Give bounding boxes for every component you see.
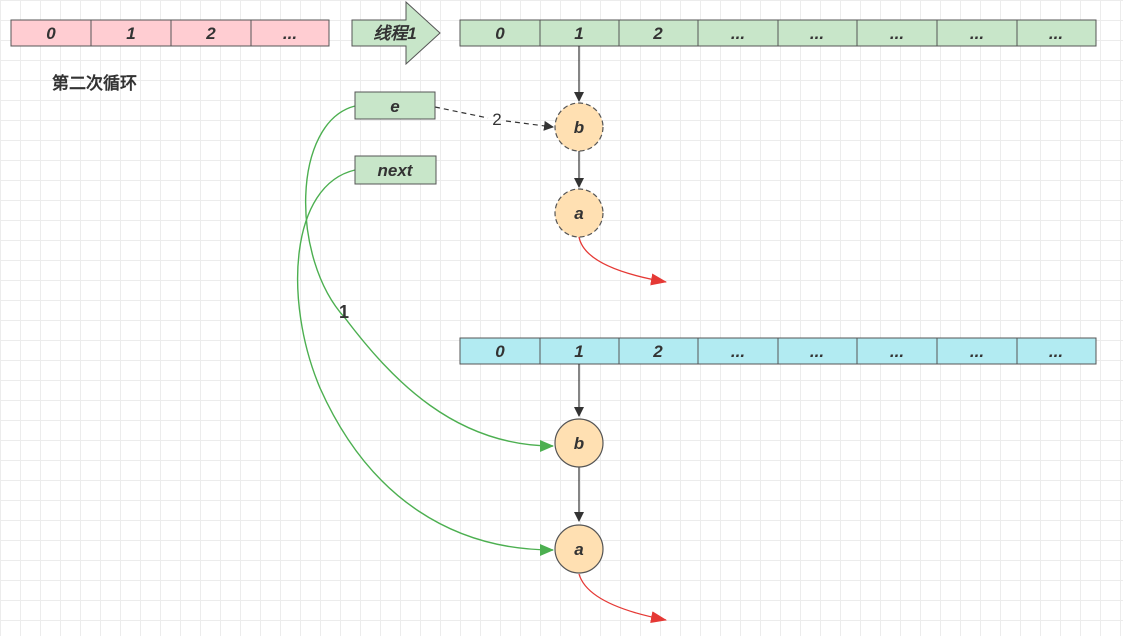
thread-table-cell: 0 bbox=[459, 19, 541, 47]
old-table-cell: 0 bbox=[10, 19, 92, 47]
edge-e-to-b-part1 bbox=[434, 106, 489, 119]
thread-table-cell-label: ... bbox=[970, 24, 984, 43]
other-table-cell-label: ... bbox=[810, 342, 824, 361]
other-node-b-label: b bbox=[574, 434, 584, 453]
other-table-cell: ... bbox=[936, 337, 1018, 365]
old-table-cell-label: 2 bbox=[205, 24, 216, 43]
other-table-cell-label: 1 bbox=[574, 342, 583, 361]
variable-next-label: next bbox=[378, 161, 414, 180]
other-table-cell: 0 bbox=[459, 337, 541, 365]
thread-table-cell-label: 2 bbox=[652, 24, 663, 43]
edge-thread-a-to-null bbox=[578, 236, 667, 286]
variable-e: e bbox=[354, 91, 436, 120]
other-node-a: a bbox=[554, 524, 604, 574]
other-table-cell-label: ... bbox=[731, 342, 745, 361]
thread-node-a-label: a bbox=[574, 204, 583, 223]
old-table: 0 1 2 ... bbox=[10, 19, 330, 47]
other-table-cell: ... bbox=[697, 337, 779, 365]
edge-e-to-other-b bbox=[304, 105, 554, 452]
other-table-cell: ... bbox=[856, 337, 938, 365]
variable-e-label: e bbox=[390, 97, 399, 116]
thread-arrow: 线程1 bbox=[351, 0, 441, 66]
edge-other-a-to-null bbox=[578, 573, 667, 624]
other-table-cell: 2 bbox=[618, 337, 699, 365]
old-table-cell-label: 1 bbox=[126, 24, 135, 43]
thread-table-cell: 2 bbox=[618, 19, 699, 47]
thread-table-cell: ... bbox=[697, 19, 779, 47]
other-table-cell: ... bbox=[1016, 337, 1097, 365]
edge-next-to-other-a bbox=[296, 169, 554, 556]
other-table-cell-label: ... bbox=[890, 342, 904, 361]
old-table-cell-label: 0 bbox=[46, 24, 56, 43]
thread-table-cell-label: ... bbox=[1049, 24, 1063, 43]
other-table: 0 1 2 ... ... ... ... ... bbox=[459, 337, 1097, 365]
other-table-cell-label: 2 bbox=[652, 342, 663, 361]
thread-table: 0 1 2 ... ... ... ... ... bbox=[459, 19, 1097, 47]
edge-label-2: 2 bbox=[492, 110, 501, 129]
other-table-cell-label: ... bbox=[970, 342, 984, 361]
variable-next: next bbox=[354, 155, 437, 185]
other-table-cell-label: ... bbox=[1049, 342, 1063, 361]
thread-arrow-label: 线程1 bbox=[373, 24, 416, 43]
thread-table-cell-label: 1 bbox=[574, 24, 583, 43]
thread-table-cell-label: 0 bbox=[495, 24, 505, 43]
old-table-cell: 2 bbox=[170, 19, 252, 47]
edge-e-to-b-part2 bbox=[505, 120, 554, 131]
thread-table-cell: ... bbox=[1016, 19, 1097, 47]
thread-node-a: a bbox=[554, 188, 604, 238]
thread-table-cell: 1 bbox=[539, 19, 620, 47]
thread-table-cell-label: ... bbox=[731, 24, 745, 43]
old-table-cell: 1 bbox=[90, 19, 172, 47]
thread-table-cell: ... bbox=[936, 19, 1018, 47]
diagram-title: 第二次循环 bbox=[52, 73, 137, 94]
old-table-cell-label: ... bbox=[283, 24, 297, 43]
other-node-a-label: a bbox=[574, 540, 583, 559]
edge-label-1: 1 bbox=[339, 302, 349, 322]
thread-table-cell-label: ... bbox=[810, 24, 824, 43]
thread-node-b: b bbox=[554, 102, 604, 152]
old-table-cell: ... bbox=[250, 19, 330, 47]
other-table-cell-label: 0 bbox=[495, 342, 505, 361]
other-table-cell: ... bbox=[777, 337, 858, 365]
other-table-cell: 1 bbox=[539, 337, 620, 365]
thread-table-cell: ... bbox=[777, 19, 858, 47]
thread-table-cell-label: ... bbox=[890, 24, 904, 43]
other-node-b: b bbox=[554, 418, 604, 468]
thread-table-cell: ... bbox=[856, 19, 938, 47]
thread-node-b-label: b bbox=[574, 118, 584, 137]
